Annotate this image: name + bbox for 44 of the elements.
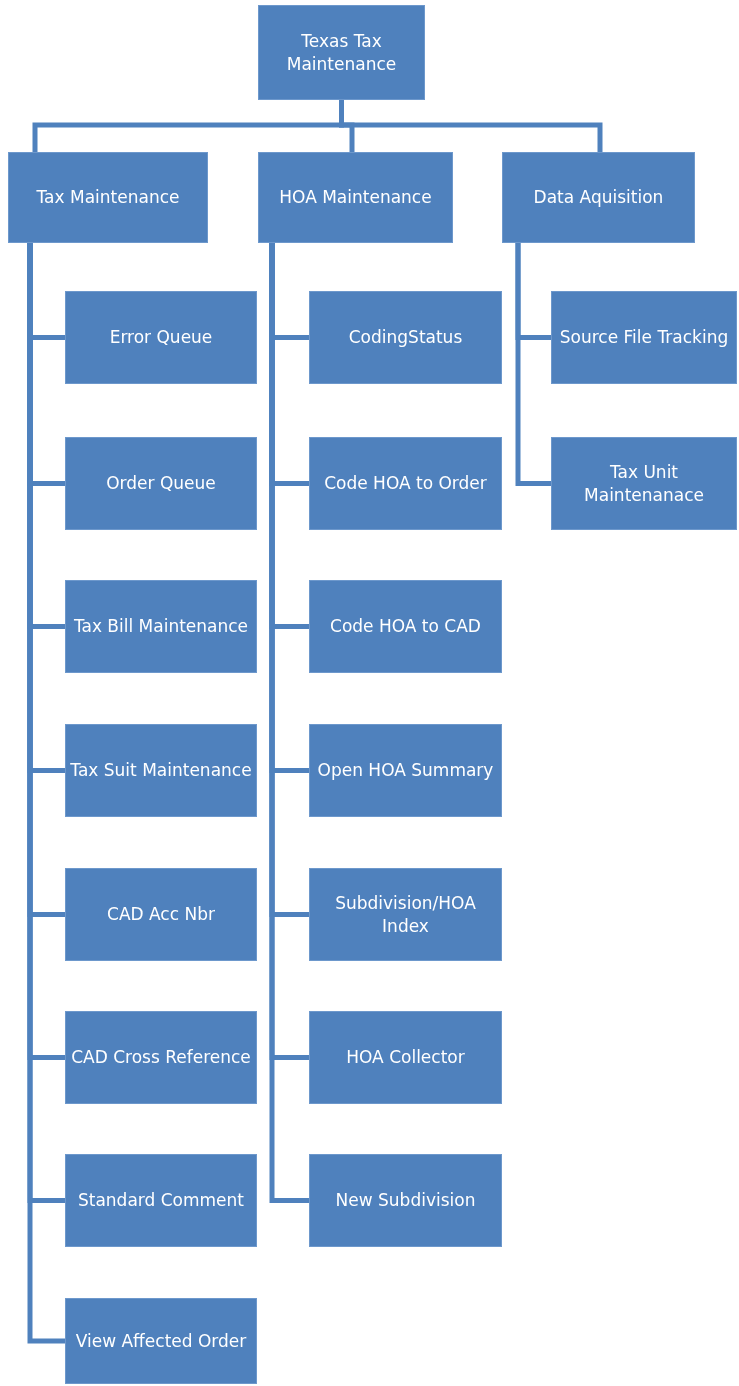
process-box (65, 724, 257, 817)
process-box (502, 152, 695, 243)
box-label: Tax Bill Maintenance (72, 615, 250, 638)
process-box (65, 1298, 257, 1384)
box-label: Error Queue (108, 326, 214, 349)
process-box (8, 152, 208, 243)
process-box (65, 868, 257, 961)
process-box (309, 724, 502, 817)
box-label: Data Aquisition (532, 186, 665, 209)
box-label: Source File Tracking (558, 326, 730, 349)
process-box (309, 437, 502, 530)
box-label: CAD Cross Reference (70, 1046, 252, 1069)
box-label: Texas Tax Maintenance (285, 29, 398, 76)
process-box (309, 1154, 502, 1247)
box-label: CodingStatus (347, 326, 464, 349)
process-box (65, 291, 257, 384)
box-label: New Subdivision (334, 1189, 477, 1212)
box-label: HOA Collector (345, 1046, 466, 1069)
process-box (65, 1011, 257, 1104)
process-box (258, 5, 425, 100)
process-box (65, 437, 257, 530)
box-label: Order Queue (105, 472, 217, 495)
process-box (551, 437, 737, 530)
box-label: Tax Maintenance (35, 186, 181, 209)
process-box (65, 580, 257, 673)
box-label: Code HOA to CAD (329, 615, 482, 638)
process-box (258, 152, 453, 243)
box-label: HOA Maintenance (278, 186, 433, 209)
process-box (65, 1154, 257, 1247)
box-label: CAD Acc Nbr (106, 903, 216, 926)
process-box (309, 868, 502, 961)
box-label: Standard Comment (76, 1189, 245, 1212)
box-label: Tax Suit Maintenance (69, 759, 253, 782)
process-box (309, 580, 502, 673)
process-box (309, 1011, 502, 1104)
box-label: Code HOA to Order (323, 472, 488, 495)
process-box (309, 291, 502, 384)
box-label: View Affected Order (74, 1329, 248, 1353)
connector-line (339, 100, 603, 152)
box-label: Tax Unit Maintenanace (583, 460, 705, 507)
box-label: Open HOA Summary (316, 759, 495, 782)
process-box (551, 291, 737, 384)
connector-line (515, 243, 551, 486)
box-label: Subdivision/HOA Index (334, 891, 477, 938)
